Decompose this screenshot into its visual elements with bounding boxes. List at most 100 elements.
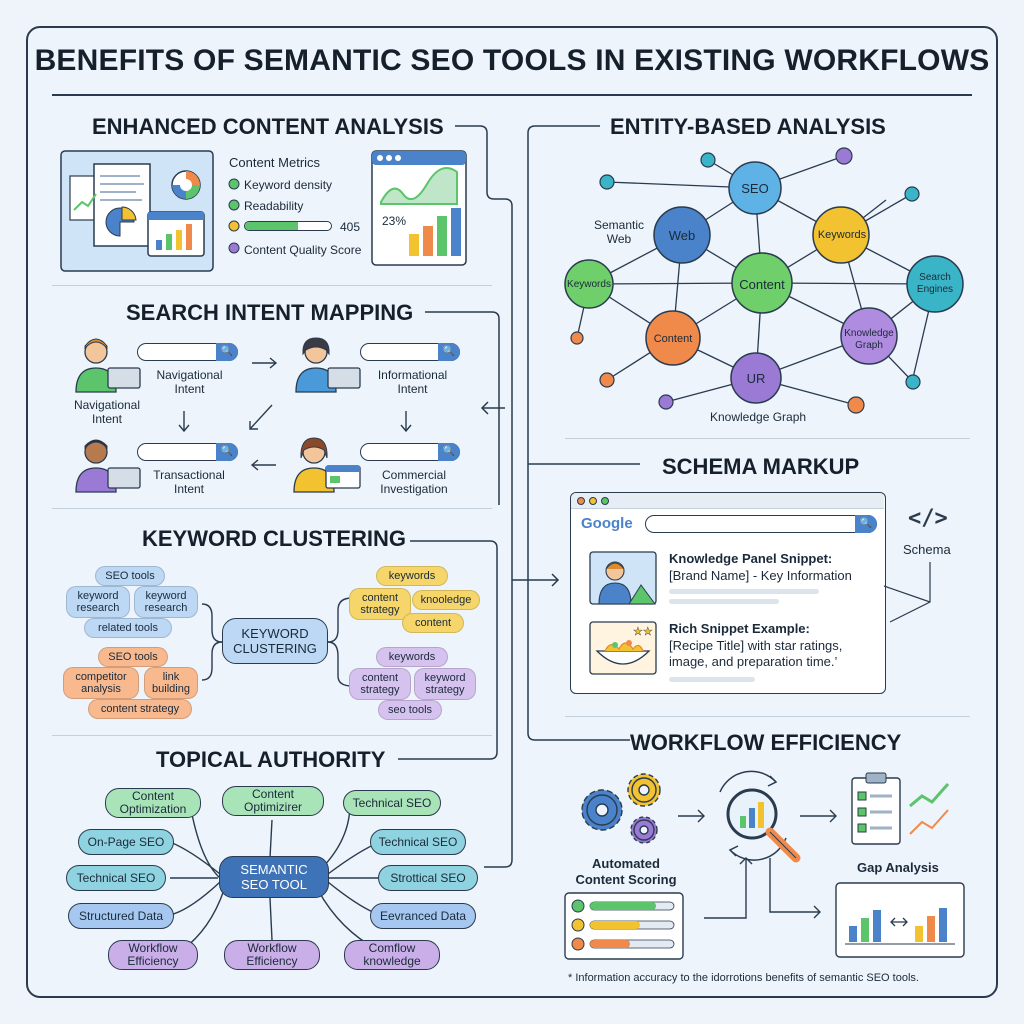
person-laptop-icon-informational [295, 337, 361, 393]
person-laptop-icon-transactional [75, 439, 141, 493]
content-analysis-title: ENHANCED CONTENT ANALYSIS [92, 114, 444, 139]
entity-label-ur: UR [746, 371, 766, 386]
cluster-pill-left-orange-4: content strategy [88, 699, 192, 719]
metric-readability: Readability [244, 199, 304, 213]
schema-label: Schema [903, 542, 951, 557]
search-bar-commercial: 🔍 [360, 442, 460, 461]
separator-2 [52, 508, 492, 509]
topical-authority-title: TOPICAL AUTHORITY [156, 747, 386, 772]
gap-analysis-label: Gap Analysis [857, 860, 939, 875]
informational-intent-label: Informational Intent [377, 368, 448, 396]
cluster-pill-right-purple-1: keywords [376, 647, 448, 667]
cluster-pill-right-yellow-1: keywords [376, 566, 448, 586]
rich-snippet-title: Rich Snippet Example: [669, 621, 810, 636]
gears-icon [581, 773, 661, 844]
entity-label-web: Web [668, 228, 696, 243]
page-title: BENEFITS OF SEMANTIC SEO TOOLS IN EXISTI… [34, 44, 990, 77]
entity-label-search-engines: Search Engines [916, 272, 954, 295]
metric-progress-fill [245, 222, 299, 230]
separator-4 [565, 438, 970, 439]
topical-node-on-page-seo: On-Page SEO [78, 829, 174, 855]
placeholder-line [669, 599, 779, 604]
metric-quality-score: Content Quality Score [244, 243, 362, 257]
intent-flow-arrows [178, 357, 412, 471]
window-titlebar [571, 493, 884, 509]
cluster-pill-left-blue-4: related tools [84, 618, 172, 638]
topical-node-eevranced-data: Eevranced Data [370, 903, 476, 929]
clipboard-growth-icon [851, 772, 950, 845]
topical-node-workflow-efficiency-1: Workflow Efficiency [108, 940, 198, 970]
knowledge-graph-caption: Knowledge Graph [710, 410, 807, 424]
workflow-efficiency-title: WORKFLOW EFFICIENCY [630, 730, 902, 755]
schema-pointer-lines [883, 562, 931, 623]
placeholder-line [669, 589, 819, 594]
rich-snippet-body-2: image, and preparation time.’ [669, 654, 838, 669]
topical-node-technical-seo-1: Technical SEO [343, 790, 441, 816]
window-minimize-dot [589, 497, 597, 505]
topical-node-workflow-efficiency-2: Workflow Efficiency [224, 940, 320, 970]
topical-node-comflow-knowledge: Comflow knowledge [344, 940, 440, 970]
entity-node-web [653, 206, 711, 264]
document-analysis-icon [60, 150, 214, 272]
entity-label-knowledge-graph: Knowledge Graph [844, 328, 894, 351]
search-icon: 🔍 [855, 514, 877, 533]
knowledge-panel-avatar-icon [589, 551, 657, 605]
knowledge-panel-title: Knowledge Panel Snippet: [669, 551, 833, 566]
search-icon: 🔍 [216, 442, 238, 461]
topical-node-technical-seo-3: Technical SEO [66, 865, 166, 891]
topical-node-content-optimization: Content Optimization [105, 788, 201, 818]
person-card-icon-commercial [293, 437, 361, 493]
footnote: * Information accuracy to the idorrotion… [568, 972, 919, 984]
keyword-clustering-title: KEYWORD CLUSTERING [142, 526, 406, 551]
entity-node-content-center [731, 252, 793, 314]
separator-5 [565, 716, 970, 717]
entity-node-content-left [645, 310, 701, 366]
chart-percent-label: 23% [382, 214, 407, 228]
cluster-pill-right-purple-3: keyword strategy [414, 668, 476, 700]
workflow-arrows [678, 809, 837, 919]
topical-node-strottical-seo: Strottical SEO [378, 865, 478, 891]
scoring-checklist-icon [564, 892, 684, 960]
metric-keyword-density: Keyword density [244, 178, 333, 192]
entity-analysis-title: ENTITY-BASED ANALYSIS [610, 114, 886, 139]
automated-scoring-label: Automated Content Scoring [575, 856, 677, 887]
content-metrics-title: Content Metrics [229, 155, 321, 170]
search-bar-transactional: 🔍 [137, 442, 238, 461]
search-icon: 🔍 [438, 442, 460, 461]
rich-snippet-body-1: [Recipe Title] with star ratings, [669, 638, 843, 653]
schema-markup-title: SCHEMA MARKUP [662, 454, 860, 479]
title-divider [52, 94, 972, 96]
code-tag-icon: </> [908, 506, 948, 531]
search-logo: Google [581, 515, 633, 532]
entity-node-search-engines [906, 255, 964, 313]
search-icon: 🔍 [438, 342, 460, 361]
transactional-intent-label: Transactional Intent [153, 468, 225, 496]
cluster-pill-left-blue-1: SEO tools [95, 566, 165, 586]
metric-bullets [228, 178, 240, 254]
metric-progress-bar [244, 221, 332, 231]
cluster-pill-right-yellow-3: knooledge [412, 590, 480, 610]
entity-graph [564, 147, 964, 414]
cluster-pill-left-blue-2: keyword research [66, 586, 130, 618]
keyword-clustering-center: KEYWORD CLUSTERING [222, 618, 328, 664]
placeholder-line [669, 677, 755, 682]
gap-analysis-comparison-icon [835, 882, 965, 958]
semantic-web-label: Semantic Web [593, 218, 645, 246]
entity-node-knowledge-graph [840, 307, 898, 365]
entity-label-content-center: Content [739, 277, 785, 292]
search-results-window: Google 🔍 Knowledge Panel Snippet: [Brand… [570, 492, 886, 694]
entity-label-keywords-left: Keywords [567, 279, 611, 290]
cluster-pill-left-blue-3: keyword research [134, 586, 198, 618]
magnifier-analysis-icon [719, 770, 801, 863]
entity-label-seo: SEO [741, 181, 769, 196]
svg-text:★★: ★★ [633, 626, 653, 638]
window-close-dot [577, 497, 585, 505]
entity-node-keywords-left [564, 259, 614, 309]
separator-1 [52, 285, 492, 286]
cluster-pill-left-orange-2: competitor analysis [63, 667, 139, 699]
person-laptop-icon-navigational [75, 338, 141, 393]
topical-node-content-optimizirer: Content Optimizirer [222, 786, 324, 816]
window-maximize-dot [601, 497, 609, 505]
cluster-pill-left-orange-3: link building [144, 667, 198, 699]
navigational-intent-left-label: Navigational Intent [73, 398, 141, 426]
